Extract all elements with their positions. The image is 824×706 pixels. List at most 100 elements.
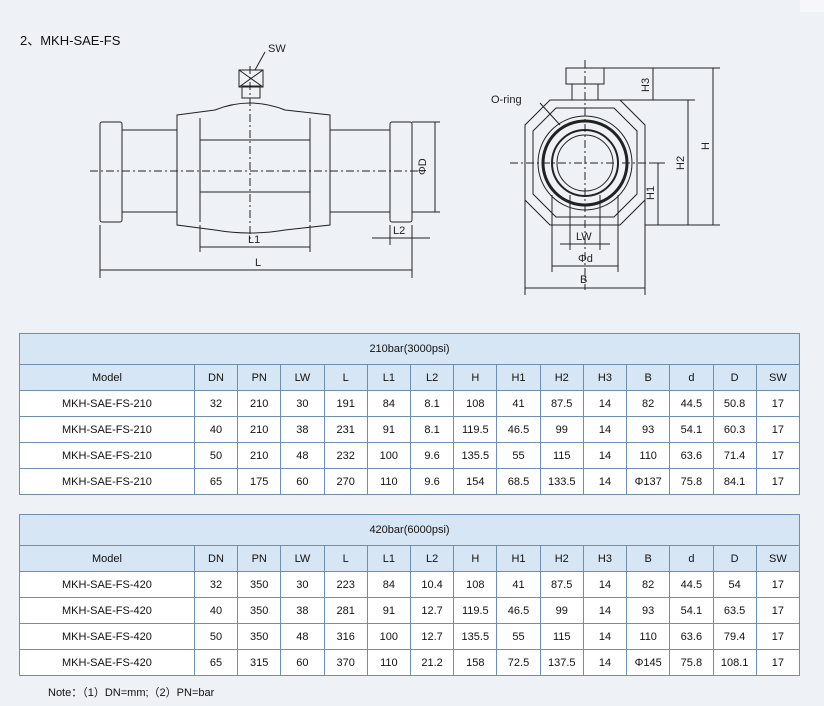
cell: 40 — [193, 597, 239, 624]
cell: 119.5 — [453, 597, 498, 624]
col-header: B — [626, 545, 671, 572]
table-title: 420bar(6000psi) — [19, 514, 800, 546]
cell: 191 — [323, 390, 368, 417]
col-header: H — [453, 545, 498, 572]
col-header: Model — [19, 545, 195, 572]
cell: 270 — [323, 468, 368, 495]
col-header: H1 — [496, 364, 541, 391]
cell: 41 — [496, 390, 541, 417]
cell: 135.5 — [453, 623, 498, 650]
cell: 93 — [626, 416, 671, 443]
corner-marker — [800, 0, 824, 12]
cell: 315 — [237, 649, 282, 676]
col-header: H2 — [539, 364, 584, 391]
cell: 87.5 — [539, 390, 584, 417]
cell: MKH-SAE-FS-420 — [19, 571, 195, 598]
cell: 65 — [193, 649, 239, 676]
cell: 232 — [323, 442, 368, 469]
cell: 14 — [582, 571, 628, 598]
cell: MKH-SAE-FS-210 — [19, 468, 195, 495]
cell: MKH-SAE-FS-210 — [19, 390, 195, 417]
cell: 75.8 — [669, 468, 714, 495]
cell: 84 — [366, 390, 411, 417]
cell: 55 — [496, 623, 541, 650]
cell: MKH-SAE-FS-420 — [19, 649, 195, 676]
cell: 50 — [193, 623, 239, 650]
cell: 50 — [193, 442, 239, 469]
cell: 91 — [366, 416, 411, 443]
cell: 44.5 — [669, 571, 714, 598]
cell: 65 — [193, 468, 239, 495]
sw-head — [238, 69, 264, 88]
col-header: L1 — [366, 545, 411, 572]
cell: 21.2 — [409, 649, 455, 676]
col-header: DN — [193, 545, 239, 572]
cell: 54.1 — [669, 416, 714, 443]
col-header: L2 — [409, 545, 455, 572]
cell: 75.8 — [669, 649, 714, 676]
cell: 46.5 — [496, 597, 541, 624]
col-header: H3 — [582, 545, 628, 572]
col-header: SW — [755, 364, 801, 391]
cell: 63.6 — [669, 623, 714, 650]
spec-table-420bar: 420bar(6000psi) Model DN PN LW L L1 L2 H… — [19, 514, 801, 676]
cell: 350 — [237, 597, 282, 624]
cell: 316 — [323, 623, 368, 650]
spec-table-210bar: 210bar(3000psi) Model DN PN LW L L1 L2 H… — [19, 333, 801, 495]
cell: 10.4 — [409, 571, 455, 598]
cell: 108.1 — [712, 649, 757, 676]
col-header: H3 — [582, 364, 628, 391]
cell: 87.5 — [539, 571, 584, 598]
cell: 137.5 — [539, 649, 584, 676]
col-header: d — [669, 364, 714, 391]
cell: 370 — [323, 649, 368, 676]
table-title: 210bar(3000psi) — [19, 333, 800, 365]
cell: 210 — [237, 416, 282, 443]
cell: MKH-SAE-FS-420 — [19, 597, 195, 624]
cell: 110 — [626, 442, 671, 469]
col-header: L — [323, 364, 368, 391]
cell: 14 — [582, 442, 628, 469]
cell: 60 — [280, 649, 325, 676]
col-header: SW — [755, 545, 801, 572]
col-header: PN — [237, 545, 282, 572]
cell: 30 — [280, 390, 325, 417]
cell: 223 — [323, 571, 368, 598]
cell: 115 — [539, 623, 584, 650]
col-header: DN — [193, 364, 239, 391]
cell: 17 — [755, 416, 801, 443]
header-row: Model DN PN LW L L1 L2 H H1 H2 H3 B d D … — [19, 364, 801, 391]
header-row: Model DN PN LW L L1 L2 H H1 H2 H3 B d D … — [19, 545, 801, 572]
cell: 17 — [755, 442, 801, 469]
cell: 48 — [280, 623, 325, 650]
label-h2: H2 — [675, 156, 687, 170]
footnote: Note：（1）DN=mm;（2）PN=bar — [48, 687, 215, 699]
cell: 84.1 — [712, 468, 757, 495]
cell: 14 — [582, 468, 628, 495]
cell: 32 — [193, 571, 239, 598]
cell: 40 — [193, 416, 239, 443]
cell: 281 — [323, 597, 368, 624]
cell: 17 — [755, 468, 801, 495]
cell: 38 — [280, 597, 325, 624]
cell: 41 — [496, 571, 541, 598]
valve-body — [176, 102, 331, 234]
cell: 100 — [366, 442, 411, 469]
cell: MKH-SAE-FS-210 — [19, 416, 195, 443]
cell: 12.7 — [409, 597, 455, 624]
cell: 93 — [626, 597, 671, 624]
col-header: PN — [237, 364, 282, 391]
cell: 158 — [453, 649, 498, 676]
cell: 60 — [280, 468, 325, 495]
end-view-octagon — [524, 99, 646, 226]
cell: 14 — [582, 623, 628, 650]
cell: 14 — [582, 416, 628, 443]
col-header: L — [323, 545, 368, 572]
cell: 60.3 — [712, 416, 757, 443]
cell: 14 — [582, 649, 628, 676]
right-flange — [389, 121, 413, 223]
